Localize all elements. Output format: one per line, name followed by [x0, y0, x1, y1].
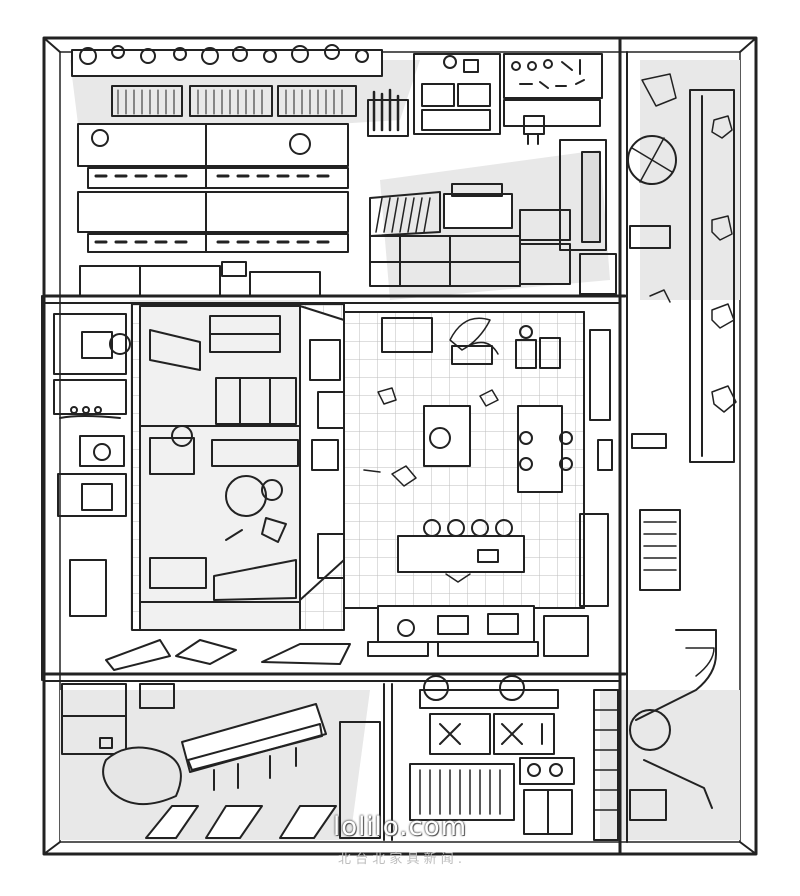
bottom-floor: [61, 675, 713, 841]
folder-shelf: [369, 191, 521, 287]
cabinet-unit: [413, 53, 501, 135]
middle-floor: [53, 303, 613, 671]
plate-shelves: [77, 123, 349, 253]
floor-dividers: [41, 36, 628, 856]
tool-pegboard: [503, 53, 603, 99]
top-floor-kitchen: [71, 44, 617, 297]
storage-boxes: [79, 261, 321, 297]
box-stack: [579, 253, 617, 295]
right-column: [627, 73, 737, 721]
cookware-row: [79, 44, 369, 65]
bottle-rack: [367, 88, 409, 137]
desk-with-chair: [503, 99, 601, 145]
printer-boxes: [443, 139, 607, 285]
dish-racks: [111, 85, 357, 117]
